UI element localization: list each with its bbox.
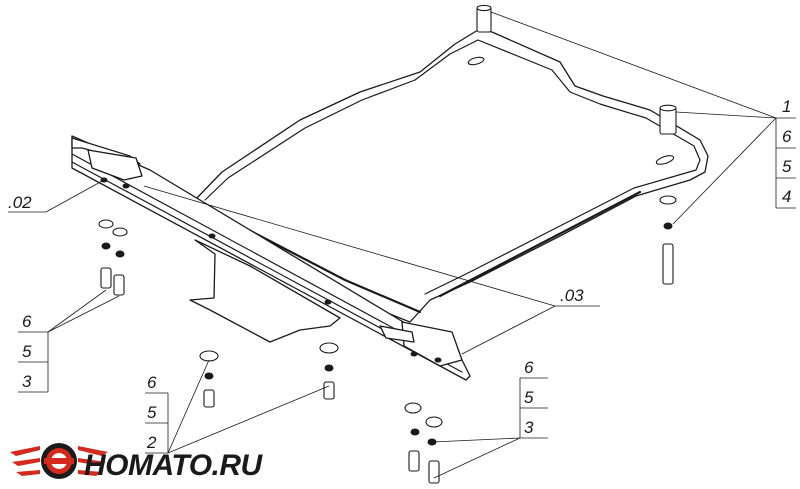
label-part-03: .03 [560, 286, 584, 305]
hardware-bottom [404, 402, 443, 484]
label-part-1: 1 [782, 97, 791, 116]
hardware-left [98, 219, 128, 296]
label-part-6: 6 [147, 373, 157, 392]
hardware-mid-1 [199, 350, 219, 408]
logo-emblem-icon [10, 443, 108, 479]
crossmember [71, 135, 471, 381]
label-part-2: 2 [146, 433, 157, 452]
logo-text: HOMATO.RU [84, 449, 264, 482]
hardware-right [659, 195, 677, 285]
label-part-6: 6 [524, 358, 534, 377]
label-part-3: 3 [524, 418, 534, 437]
skid-plate [194, 4, 709, 323]
lower-flap [189, 239, 341, 343]
label-part-6: 6 [782, 127, 792, 146]
logo-bar [44, 458, 74, 464]
label-part-5: 5 [524, 388, 534, 407]
homato-logo: HOMATO.RU [10, 443, 264, 482]
label-part-6: 6 [22, 312, 32, 331]
label-part-02: .02 [8, 193, 32, 212]
standoff [659, 104, 677, 135]
label-part-3: 3 [22, 372, 32, 391]
label-part-5: 5 [22, 342, 32, 361]
logo-wing-right [78, 446, 108, 476]
label-part-4: 4 [782, 187, 791, 206]
callout-labels: 1 6 5 4 .02 .03 6 5 3 6 5 2 6 5 3 [8, 97, 792, 452]
label-part-5: 5 [782, 157, 792, 176]
label-part-5: 5 [147, 403, 157, 422]
hardware-mid-2 [319, 342, 339, 400]
standoff [476, 4, 492, 33]
logo-wing-left [10, 446, 40, 476]
leader-lines [8, 11, 796, 479]
